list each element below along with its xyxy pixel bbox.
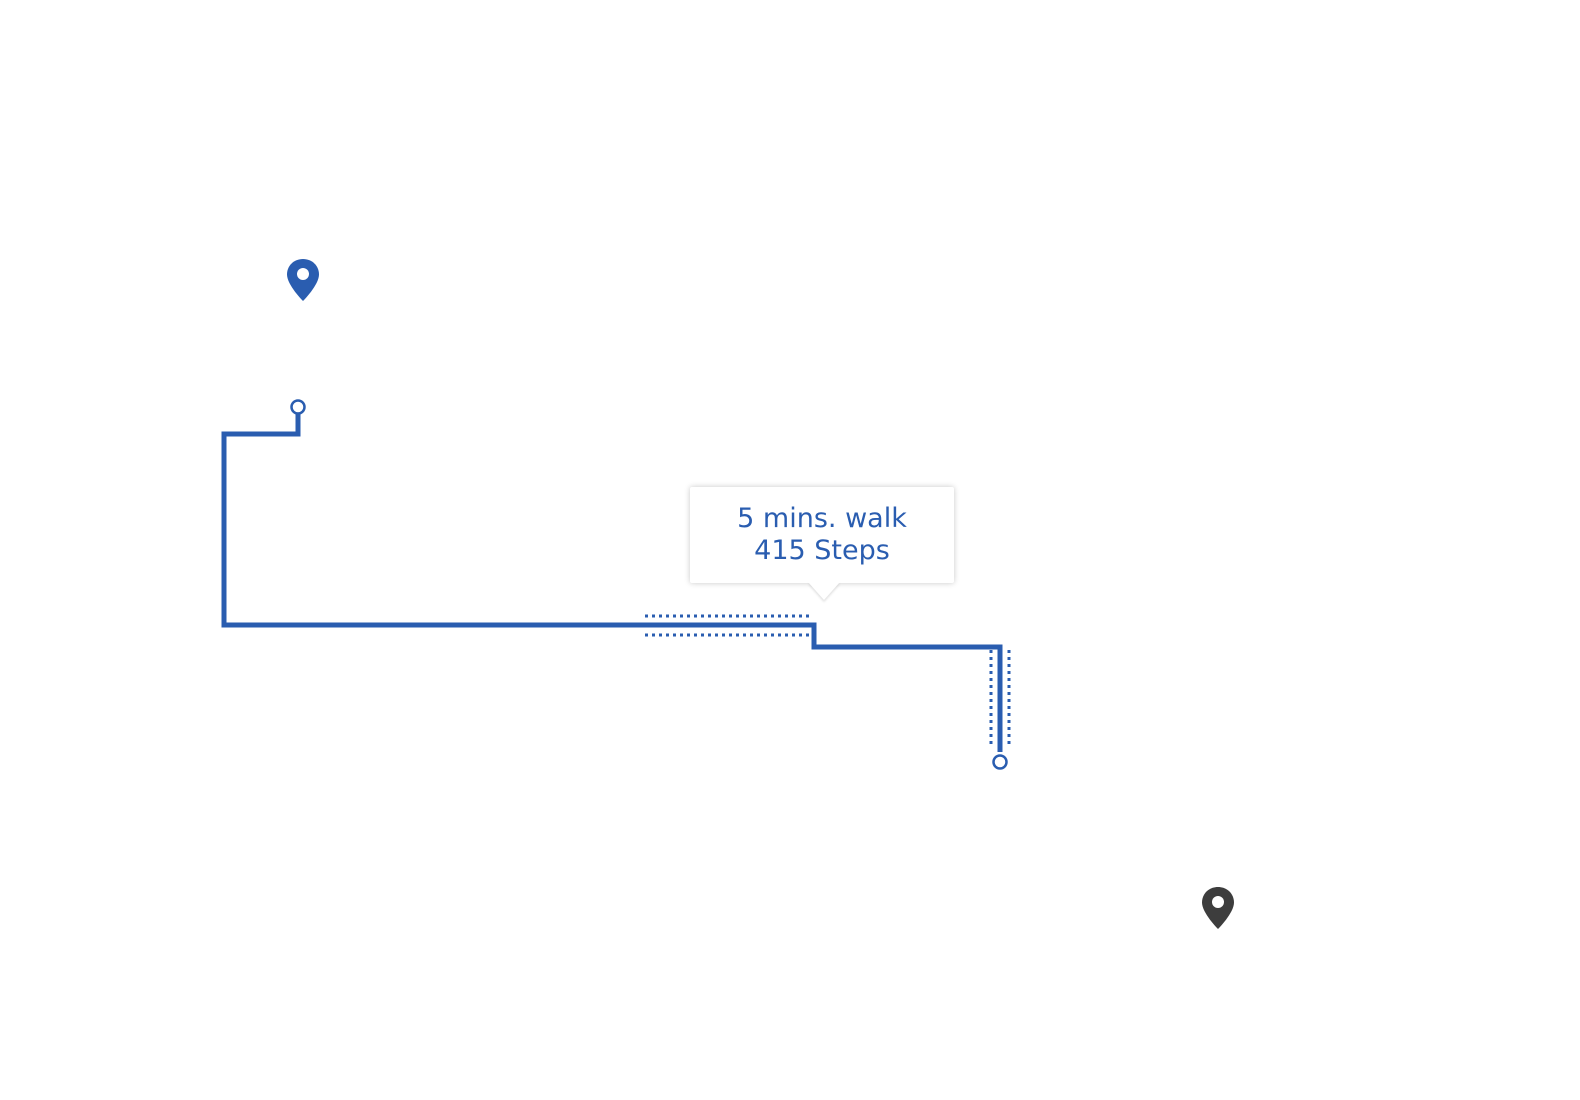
walk-info-tooltip: 5 mins. walk 415 Steps	[690, 487, 954, 583]
walk-steps-label: 415 Steps	[754, 535, 890, 566]
route-path	[221, 410, 1003, 752]
route-start-node-icon[interactable]	[290, 399, 306, 415]
route-end-node-icon[interactable]	[992, 754, 1008, 770]
start-location-pin-icon[interactable]	[285, 258, 321, 302]
destination-pin-icon[interactable]	[1200, 886, 1236, 930]
walk-duration-label: 5 mins. walk	[737, 503, 907, 534]
tooltip-pointer	[808, 582, 840, 600]
